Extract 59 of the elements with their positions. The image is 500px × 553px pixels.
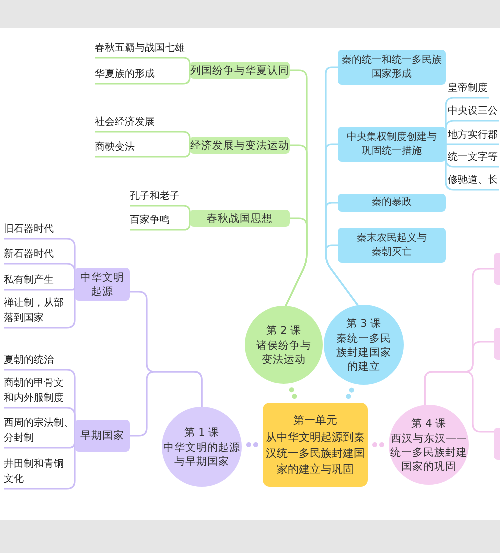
connector-line <box>445 120 499 144</box>
subtopic-box: 中央集权制度创建与巩固统一措施 <box>338 127 446 162</box>
leaf-topic: 西周的宗法制、分封制 <box>4 416 75 448</box>
connector-line <box>445 144 499 146</box>
unit-number: 第一单元 <box>294 412 338 428</box>
connector-line <box>130 205 191 218</box>
leaf-topic: 春秋五霸与战国七雄 <box>95 41 186 58</box>
lesson-title: 诸侯纷争与变法运动 <box>256 338 312 366</box>
subtopic-box: 列国纷争与华夏认同 <box>190 62 290 79</box>
subtopic-box: 秦末农民起义与秦朝灭亡 <box>338 228 446 263</box>
connector-line <box>95 146 191 158</box>
connector-line <box>4 263 76 284</box>
lesson-number: 第 3 课 <box>346 316 382 330</box>
leaf-topic: 修驰道、长 <box>448 173 499 190</box>
connector-line <box>4 284 76 329</box>
leaf-topic: 华夏族的形成 <box>95 67 156 84</box>
connector-line <box>95 70 191 85</box>
lesson-title: 中华文明的起源与早期国家 <box>162 440 242 468</box>
subtopic-box: 经济发展与变法运动 <box>190 137 290 154</box>
leaf-topic: 禅让制，从部落到国家 <box>4 296 65 328</box>
leaf-topic: 地方实行郡 <box>448 128 499 144</box>
connector-line <box>4 436 76 490</box>
leaf-topic: 社会经济发展 <box>95 115 156 132</box>
connector-line <box>130 218 191 231</box>
leaf-topic: 新石器时代 <box>4 247 55 264</box>
subtopic-box: 秦的暴政 <box>338 194 446 212</box>
leaf-topic: 中央设三公 <box>448 104 499 121</box>
connector-line <box>424 371 494 433</box>
topic-box <box>494 428 500 460</box>
leaf-topic: 井田制和青铜文化 <box>4 457 65 489</box>
subtopic-box: 中华文明起源 <box>75 268 130 301</box>
connector-line <box>95 131 191 146</box>
topic-box <box>494 253 500 285</box>
leaf-topic: 孔子和老子 <box>130 189 181 206</box>
unit-title: 从中华文明起源到秦汉统一多民族封建国家的建立与巩固 <box>266 430 366 478</box>
connector-line <box>285 218 308 306</box>
connector-line <box>4 407 76 436</box>
connector-line <box>95 57 191 70</box>
leaf-topic: 旧石器时代 <box>4 222 55 239</box>
connector-line <box>130 371 203 437</box>
lesson-number: 第 4 课 <box>411 416 447 430</box>
lesson-number: 第 1 课 <box>184 426 220 440</box>
subtopic-box: 秦的统一和统一多民族国家形成 <box>338 50 446 85</box>
lesson-title: 秦统一多民族封建国家的建立 <box>336 332 392 374</box>
leaf-topic: 统一文字等 <box>448 150 499 167</box>
lesson-title: 西汉与东汉——统一多民族封建国家的巩固 <box>390 432 468 474</box>
connector-line <box>325 244 359 306</box>
central-topic <box>263 403 368 487</box>
leaf-topic: 私有制产生 <box>4 273 55 290</box>
subtopic-box: 早期国家 <box>75 420 130 452</box>
leaf-topic: 夏朝的统治 <box>4 353 55 370</box>
leaf-topic: 商朝的甲骨文和内外服制度 <box>4 376 65 408</box>
leaf-topic: 百家争鸣 <box>130 213 171 230</box>
connector-line <box>445 144 499 191</box>
leaf-topic: 商鞅变法 <box>95 140 136 157</box>
lesson-number: 第 2 课 <box>266 324 302 338</box>
leaf-topic: 皇帝制度 <box>448 81 489 98</box>
subtopic-box: 春秋战国思想 <box>190 210 290 227</box>
topic-box <box>494 328 500 360</box>
